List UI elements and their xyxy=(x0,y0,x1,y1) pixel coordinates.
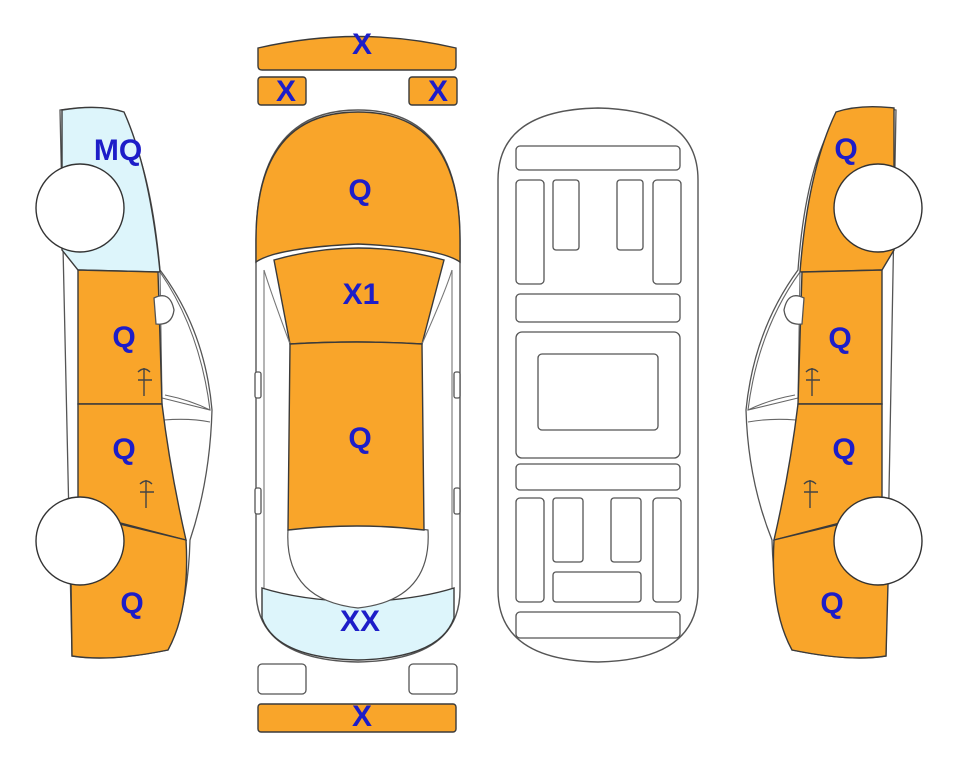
underbody-front-right-inner xyxy=(616,179,644,251)
underbody-rear-right-rail xyxy=(652,497,682,603)
rear-bumper-part[interactable] xyxy=(257,703,457,733)
underbody-front-left-inner xyxy=(552,179,580,251)
underbody-rear-left-rail xyxy=(515,497,545,603)
left-rear-quarter-label: Q xyxy=(120,587,143,620)
pillar-lines xyxy=(263,269,453,345)
rear-window-label: XX xyxy=(340,605,380,638)
roof-part[interactable] xyxy=(287,341,425,531)
left-rear-wheel xyxy=(35,496,125,586)
right-window-outline xyxy=(747,271,801,423)
left-rear-door-handle xyxy=(139,480,154,508)
left-front-wheel xyxy=(35,163,125,253)
top-view: X X X Q X1 Q XX X xyxy=(254,28,461,733)
left-mirror-side xyxy=(153,295,175,325)
underbody-view xyxy=(497,107,699,663)
left-side-view: MQ Q Q Q xyxy=(35,106,213,659)
underbody-front-crossmember xyxy=(515,145,681,171)
front-bumper-label: X xyxy=(352,28,372,61)
hood-part[interactable] xyxy=(255,111,461,264)
left-door-handle xyxy=(254,487,262,515)
left-window-outline xyxy=(159,271,211,423)
right-front-door-label: Q xyxy=(828,322,851,355)
underbody-floor-pan xyxy=(537,353,659,431)
rear-bumper-label: X xyxy=(352,700,372,733)
right-mirror-side xyxy=(783,295,805,325)
windshield-label: X1 xyxy=(343,278,380,311)
front-left-lamp-part[interactable] xyxy=(257,76,307,106)
right-rear-quarter-label: Q xyxy=(820,587,843,620)
left-mirror xyxy=(254,371,262,399)
underbody-rear-crossmember xyxy=(515,611,681,639)
rear-left-lamp[interactable] xyxy=(257,663,307,695)
underbody-front-right-rail xyxy=(652,179,682,285)
roof-label: Q xyxy=(348,422,371,455)
top-body-inner-line xyxy=(263,270,453,600)
underbody-front-left-rail xyxy=(515,179,545,285)
right-mirror xyxy=(453,371,461,399)
left-front-quarter-label: MQ xyxy=(94,134,142,167)
underbody-spare-well xyxy=(552,571,642,603)
right-front-fender-label: Q xyxy=(834,133,857,166)
right-rear-door-handle xyxy=(803,480,818,508)
rear-right-lamp[interactable] xyxy=(408,663,458,695)
right-rear-door-label: Q xyxy=(832,433,855,466)
front-left-lamp-label: X xyxy=(276,75,296,108)
underbody-rear-left-inner xyxy=(552,497,584,563)
left-rear-door-label: Q xyxy=(112,433,135,466)
left-front-door-handle xyxy=(137,368,152,396)
front-right-lamp-part[interactable] xyxy=(408,76,458,106)
right-front-wheel xyxy=(833,163,923,253)
left-front-door-label: Q xyxy=(112,321,135,354)
right-rear-wheel xyxy=(833,496,923,586)
right-door-handle xyxy=(453,487,461,515)
front-bumper-part[interactable] xyxy=(257,35,457,71)
front-right-lamp-label: X xyxy=(428,75,448,108)
right-side-view: Q Q Q Q xyxy=(745,105,923,659)
underbody-mid-front-bar xyxy=(515,293,681,323)
hood-label: Q xyxy=(348,174,371,207)
underbody-rear-right-inner xyxy=(610,497,642,563)
underbody-mid-rear-bar xyxy=(515,463,681,491)
right-front-door-handle xyxy=(805,368,820,396)
